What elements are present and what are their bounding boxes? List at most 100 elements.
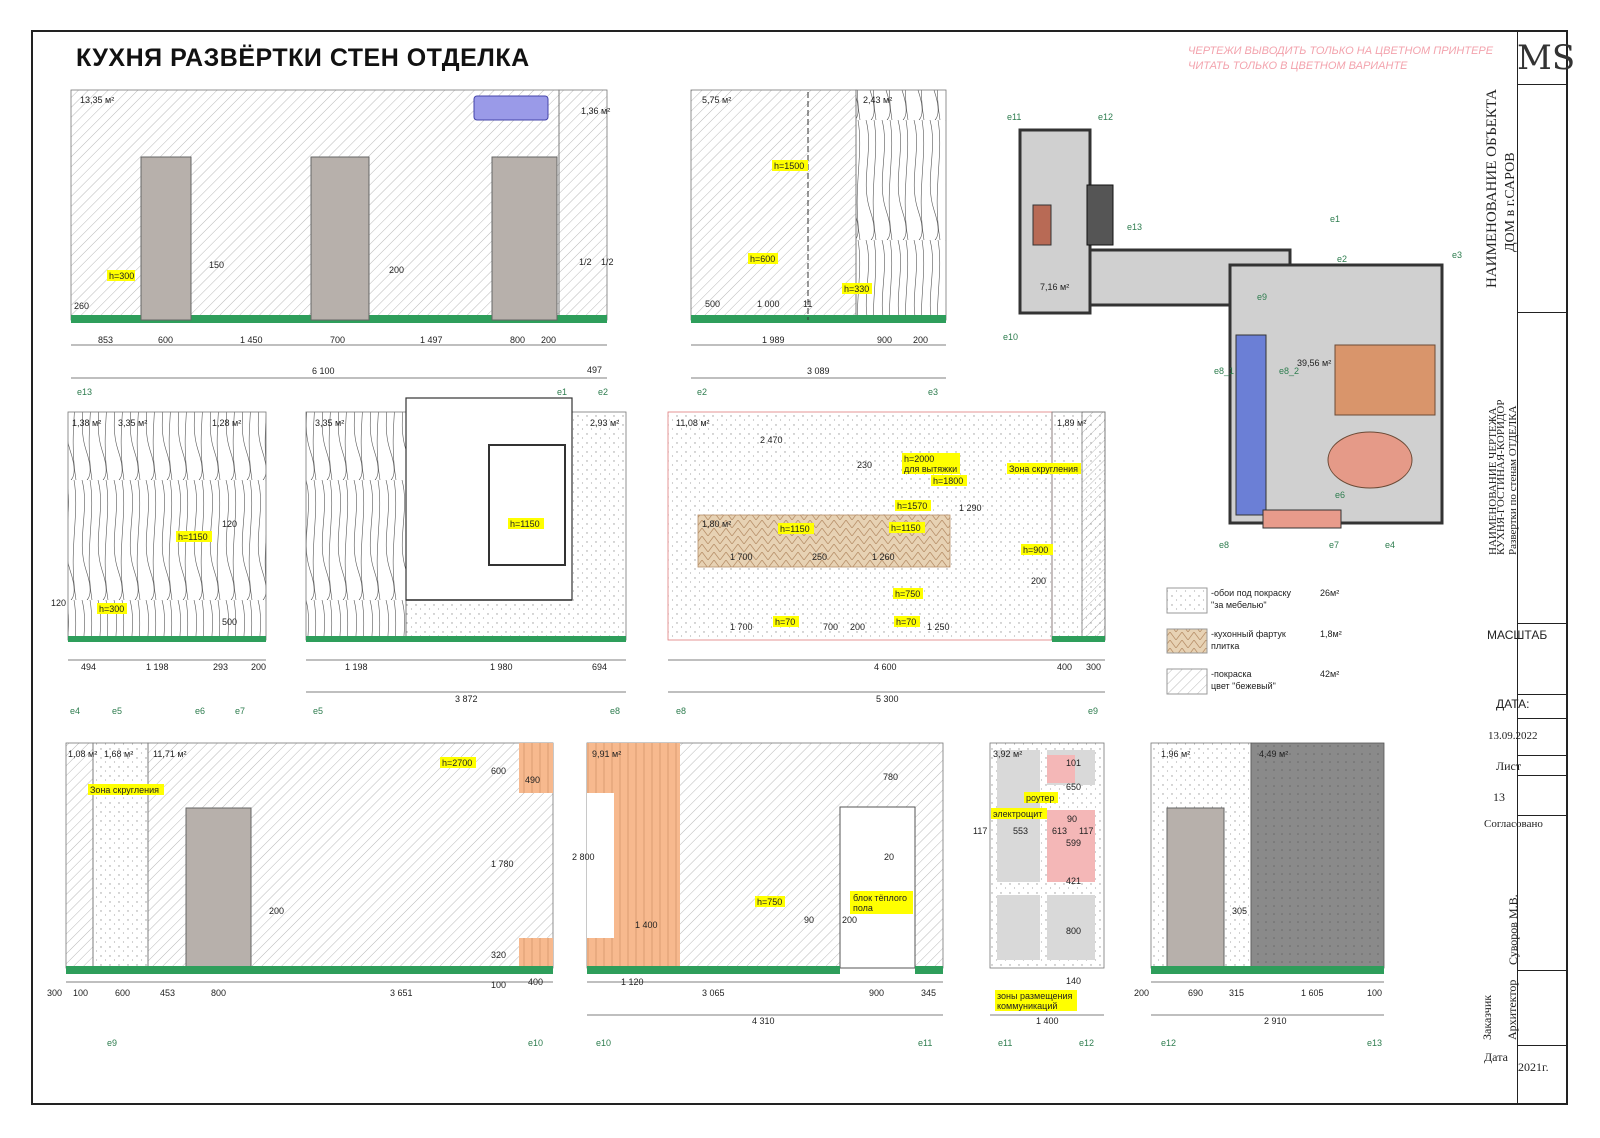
elevation-e (667, 411, 1106, 693)
dim-label: 3 651 (390, 988, 413, 998)
dim-label: 2 800 (572, 852, 595, 862)
dim-label: 200 (1031, 576, 1046, 586)
dim-total: 3 089 (807, 366, 830, 376)
area-label: 1,38 м² (72, 418, 101, 428)
wall-mark: e5 (313, 706, 323, 716)
dim-label: 553 (1013, 826, 1028, 836)
area-label: 1,68 м² (104, 749, 133, 759)
stamp-divider (1517, 718, 1568, 719)
dim-label: 1 198 (345, 662, 368, 672)
dim-total: 5 300 (876, 694, 899, 704)
dim-label: 200 (389, 265, 404, 275)
dim-label: 800 (1066, 926, 1081, 936)
elevation-f (65, 742, 554, 983)
dim-label: 200 (1134, 988, 1149, 998)
wall-mark: e8 (676, 706, 686, 716)
dim-label: 230 (857, 460, 872, 470)
dim-label: 11 (803, 299, 812, 309)
height-mark: h=2000 (904, 454, 934, 464)
wall-mark: e1 (557, 387, 567, 397)
area-label: 2,93 м² (590, 418, 619, 428)
legend-swatch-paint (1166, 668, 1208, 695)
floor-plan (1018, 128, 1444, 529)
dim-label: 315 (1229, 988, 1244, 998)
dim-label: 780 (883, 772, 898, 782)
dim-label: 100 (1367, 988, 1382, 998)
dim-label: 1 497 (420, 335, 443, 345)
dim-label: 300 (47, 988, 62, 998)
dim-label: 4 600 (874, 662, 897, 672)
dim-label: 700 (823, 622, 838, 632)
wall-mark: e5 (112, 706, 122, 716)
height-mark: h=2700 (442, 758, 472, 768)
dim-label: 3 065 (702, 988, 725, 998)
legend-label: цвет "бежевый" (1211, 681, 1276, 691)
dim-label: 90 (804, 915, 814, 925)
legend-area: 42м² (1320, 669, 1339, 679)
notice-line-1: ЧЕРТЕЖИ ВЫВОДИТЬ ТОЛЬКО НА ЦВЕТНОМ ПРИНТ… (1188, 45, 1494, 57)
height-mark: h=1570 (897, 501, 927, 511)
plan-wall-mark: e13 (1127, 222, 1142, 232)
wall-mark: e4 (70, 706, 80, 716)
wall-mark: e9 (1088, 706, 1098, 716)
dim-label: 200 (850, 622, 865, 632)
dim-total: 3 872 (455, 694, 478, 704)
elevation-h (989, 742, 1105, 1016)
stamp-divider (1517, 775, 1568, 776)
dim-label: 117 (973, 826, 987, 836)
legend-label: -обои под покраску (1211, 588, 1291, 598)
dim-label: 1/2 (579, 257, 592, 267)
legend-area: 1,8м² (1320, 629, 1342, 639)
dim-label: 490 (525, 775, 540, 785)
legend-area: 26м² (1320, 588, 1339, 598)
heating-block-label-2: пола (853, 903, 873, 913)
dim-label: 453 (160, 988, 175, 998)
height-mark: h=70 (775, 617, 795, 627)
dim-total: 4 310 (752, 1016, 775, 1026)
dim-label: 600 (491, 766, 506, 776)
wall-mark: e13 (1367, 1038, 1382, 1048)
height-mark: h=1150 (510, 519, 540, 529)
legend-swatch-wallpaper (1166, 587, 1208, 614)
scale-label: МАСШТАБ (1487, 628, 1548, 642)
plan-wall-mark: e7 (1329, 540, 1339, 550)
height-mark: h=750 (895, 589, 920, 599)
studio-logo: MS (1517, 38, 1576, 78)
dim-total: 1 400 (1036, 1016, 1059, 1026)
dim-label: 500 (222, 617, 237, 627)
height-mark: h=70 (896, 617, 916, 627)
plan-wall-mark: e4 (1385, 540, 1395, 550)
dim-label: 1/2 (601, 257, 614, 267)
plan-wall-mark: e1 (1330, 214, 1340, 224)
router-label: роутер (1026, 793, 1054, 803)
height-mark: h=330 (844, 284, 869, 294)
dim-label: 90 (1067, 814, 1077, 824)
heating-block-label: блок тёплого (853, 893, 907, 903)
height-mark: h=1800 (933, 476, 963, 486)
elevation-a (70, 89, 608, 379)
area-label: 3,92 м² (993, 749, 1022, 759)
elevation-g (586, 742, 944, 1016)
dim-label: 600 (115, 988, 130, 998)
height-mark: h=750 (757, 897, 782, 907)
area-label: 1,08 м² (68, 749, 97, 759)
dim-label: 800 (510, 335, 525, 345)
dim-label: 497 (587, 365, 602, 375)
area-label: 3,35 м² (315, 418, 344, 428)
sheet-number: 13 (1493, 790, 1505, 804)
wall-mark: e10 (528, 1038, 543, 1048)
dim-label: 613 (1052, 826, 1067, 836)
dim-label: 694 (592, 662, 607, 672)
wall-mark: e11 (998, 1038, 1012, 1048)
dim-label: 120 (51, 598, 66, 608)
plan-area-main: 39,56 м² (1297, 358, 1331, 368)
dim-label: 1 120 (621, 977, 644, 987)
wall-mark: e13 (77, 387, 92, 397)
dim-total: 2 910 (1264, 1016, 1287, 1026)
height-mark: h=1500 (774, 161, 804, 171)
dim-label: 900 (869, 988, 884, 998)
stamp-divider (1517, 623, 1568, 624)
wall-mark: e8 (610, 706, 620, 716)
height-mark: h=300 (109, 271, 134, 281)
dim-total: 6 100 (312, 366, 335, 376)
